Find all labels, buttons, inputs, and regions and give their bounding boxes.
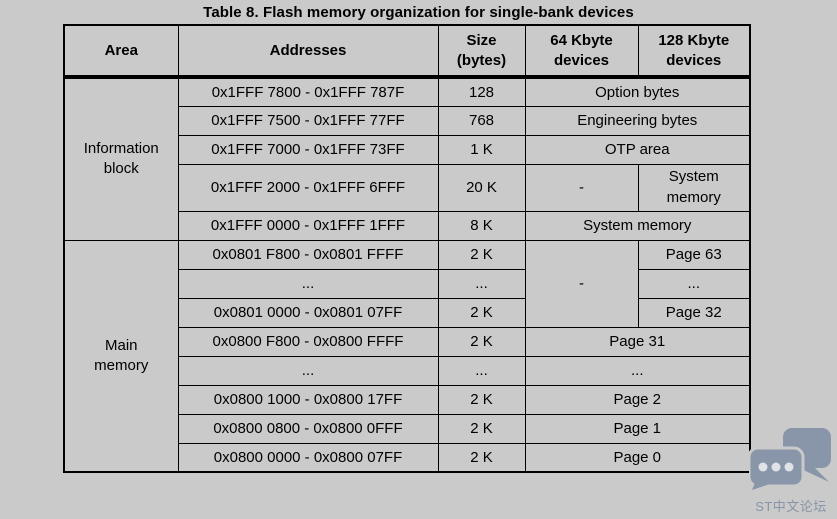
watermark: ST中文论坛 [746,428,836,515]
size-cell: 2 K [437,297,526,328]
col-header-addresses: Addresses [177,24,439,79]
size-cell: 2 K [437,442,526,473]
device-128k-cell: System memory [637,163,751,212]
device-128k-cell: ... [637,268,751,299]
address-cell: 0x1FFF 7000 - 0x1FFF 73FF [177,134,439,165]
size-cell: ... [437,355,526,386]
address-cell: 0x0801 F800 - 0x0801 FFFF [177,239,439,270]
address-cell: 0x0800 1000 - 0x0800 17FF [177,384,439,415]
table-row: 0x0800 F800 - 0x0800 FFFF 2 K Page 31 [64,326,751,357]
address-cell: 0x0801 0000 - 0x0801 07FF [177,297,439,328]
address-cell: 0x0800 F800 - 0x0800 FFFF [177,326,439,357]
col-header-128k: 128 Kbyte devices [637,24,751,79]
area-section-information-block: Information block [63,76,179,241]
address-cell: ... [177,355,439,386]
address-cell: ... [177,268,439,299]
size-cell: 2 K [437,413,526,444]
table-row: 0x1FFF 7500 - 0x1FFF 77FF 768 Engineerin… [64,105,751,136]
device-128k-cell: Page 63 [637,239,751,270]
table-row: Information block 0x1FFF 7800 - 0x1FFF 7… [63,76,751,241]
watermark-label: ST中文论坛 [755,499,827,514]
device-span-cell: Engineering bytes [524,105,751,136]
size-cell: 768 [437,105,526,136]
size-cell: 2 K [437,239,526,270]
device-span-cell: ... [524,355,751,386]
table-row: 0x1FFF 7000 - 0x1FFF 73FF 1 K OTP area [64,134,751,165]
device-64k-cell: - [524,239,639,328]
size-cell: 128 [437,76,526,107]
device-span-cell: Page 2 [524,384,751,415]
col-header-64k: 64 Kbyte devices [524,24,639,79]
size-cell: ... [437,268,526,299]
address-cell: 0x1FFF 7800 - 0x1FFF 787F [177,76,439,107]
header-row: Area Addresses Size (bytes) 64 Kbyte dev… [63,24,751,79]
table-title: Table 8. Flash memory organization for s… [203,4,634,21]
table-row: 0x1FFF 0000 - 0x1FFF 1FFF 8 K System mem… [64,210,751,241]
table-row: 0x0800 0000 - 0x0800 07FF 2 K Page 0 [64,442,751,473]
device-span-cell: Page 0 [524,442,751,473]
flash-memory-table: Area Addresses Size (bytes) 64 Kbyte dev… [63,24,751,473]
table-row: Main memory 0x0801 F800 - 0x0801 FFFF 2 … [63,239,751,473]
table-row: 0x1FFF 2000 - 0x1FFF 6FFF 20 K - System … [64,163,751,212]
device-64k-cell: - [524,163,639,212]
col-header-size: Size (bytes) [437,24,526,79]
device-span-cell: Option bytes [524,76,751,107]
device-span-cell: Page 1 [524,413,751,444]
device-span-cell: Page 31 [524,326,751,357]
address-cell: 0x0800 0800 - 0x0800 0FFF [177,413,439,444]
table-row: ... ... ... [64,268,751,299]
size-cell: 8 K [437,210,526,241]
size-cell: 2 K [437,384,526,415]
address-cell: 0x1FFF 2000 - 0x1FFF 6FFF [177,163,439,212]
address-cell: 0x1FFF 0000 - 0x1FFF 1FFF [177,210,439,241]
col-header-area: Area [63,24,179,79]
address-cell: 0x0800 0000 - 0x0800 07FF [177,442,439,473]
device-span-cell: System memory [524,210,751,241]
device-span-cell: OTP area [524,134,751,165]
size-cell: 2 K [437,326,526,357]
address-cell: 0x1FFF 7500 - 0x1FFF 77FF [177,105,439,136]
area-section-main-memory: Main memory [63,239,179,473]
size-cell: 20 K [437,163,526,212]
table-row: ... ... ... [64,355,751,386]
chat-bubbles-icon [747,428,831,490]
device-128k-cell: Page 32 [637,297,751,328]
size-cell: 1 K [437,134,526,165]
